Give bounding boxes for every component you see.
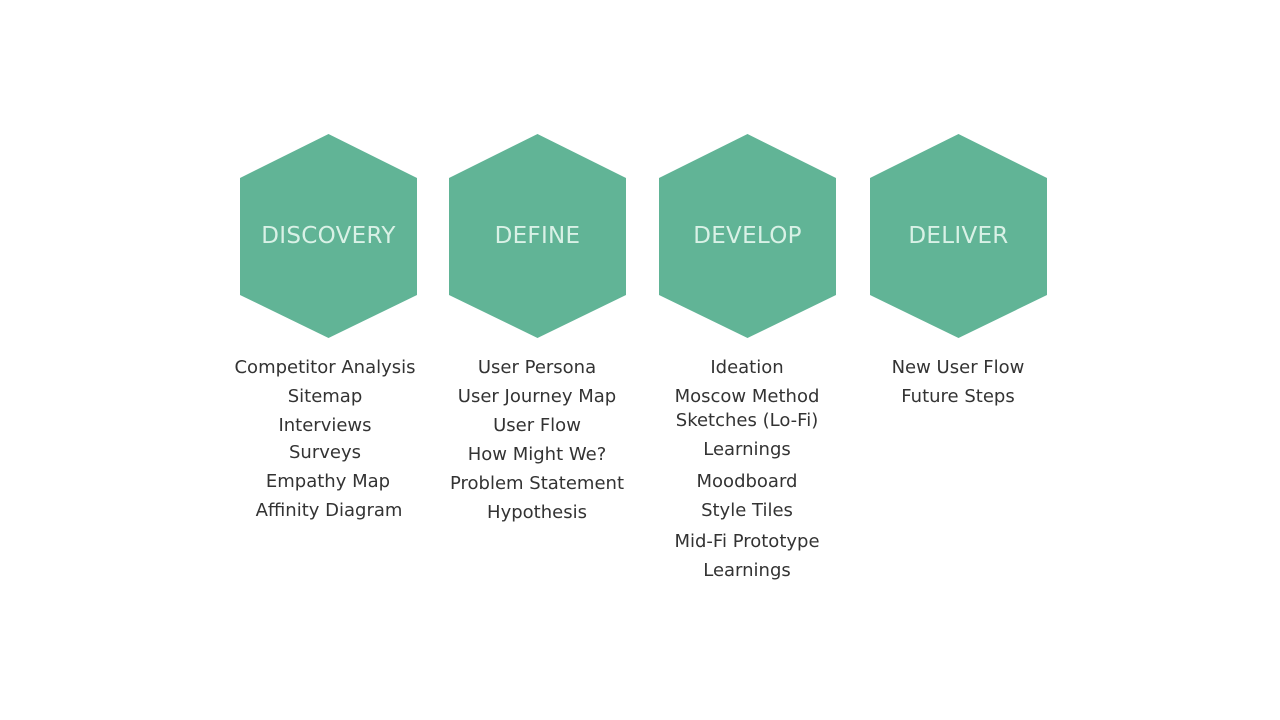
list-item: Moodboard bbox=[696, 471, 798, 492]
phase-hexagon-deliver: DELIVER bbox=[870, 134, 1047, 338]
list-item: Competitor Analysis bbox=[234, 357, 416, 378]
list-item: Learnings bbox=[703, 560, 791, 581]
list-item: New User Flow bbox=[891, 357, 1025, 378]
phase-title-define: DEFINE bbox=[494, 223, 581, 249]
list-item: Ideation bbox=[710, 357, 784, 378]
list-item: Future Steps bbox=[901, 386, 1015, 407]
hexagon-shape bbox=[870, 134, 1047, 338]
hexagon-shape bbox=[240, 134, 417, 338]
phase-hexagon-develop: DEVELOP bbox=[659, 134, 836, 338]
list-item: User Persona bbox=[477, 357, 597, 378]
list-item: Sitemap bbox=[287, 386, 363, 407]
hexagon-shape bbox=[449, 134, 626, 338]
list-item: Empathy Map bbox=[265, 471, 391, 492]
list-item: Surveys bbox=[289, 442, 361, 463]
list-item: Hypothesis bbox=[487, 502, 587, 523]
phase-title-develop: DEVELOP bbox=[693, 223, 802, 249]
list-item: User Journey Map bbox=[457, 386, 617, 407]
phase-hexagon-define: DEFINE bbox=[449, 134, 626, 338]
list-item: Affinity Diagram bbox=[255, 500, 403, 521]
phase-title-discovery: DISCOVERY bbox=[261, 223, 396, 249]
list-item: Problem Statement bbox=[449, 473, 625, 494]
list-item: How Might We? bbox=[467, 444, 607, 465]
list-item: Style Tiles bbox=[701, 500, 793, 521]
list-item: Learnings bbox=[703, 439, 791, 460]
hexagon-shape bbox=[659, 134, 836, 338]
list-item: User Flow bbox=[493, 415, 581, 436]
phase-hexagon-discovery: DISCOVERY bbox=[240, 134, 417, 338]
list-item: Mid-Fi Prototype bbox=[674, 531, 820, 552]
list-item: Interviews bbox=[278, 415, 372, 436]
list-item: Sketches (Lo-Fi) bbox=[675, 410, 819, 431]
phase-title-deliver: DELIVER bbox=[908, 223, 1009, 249]
list-item: Moscow Method bbox=[674, 386, 820, 407]
